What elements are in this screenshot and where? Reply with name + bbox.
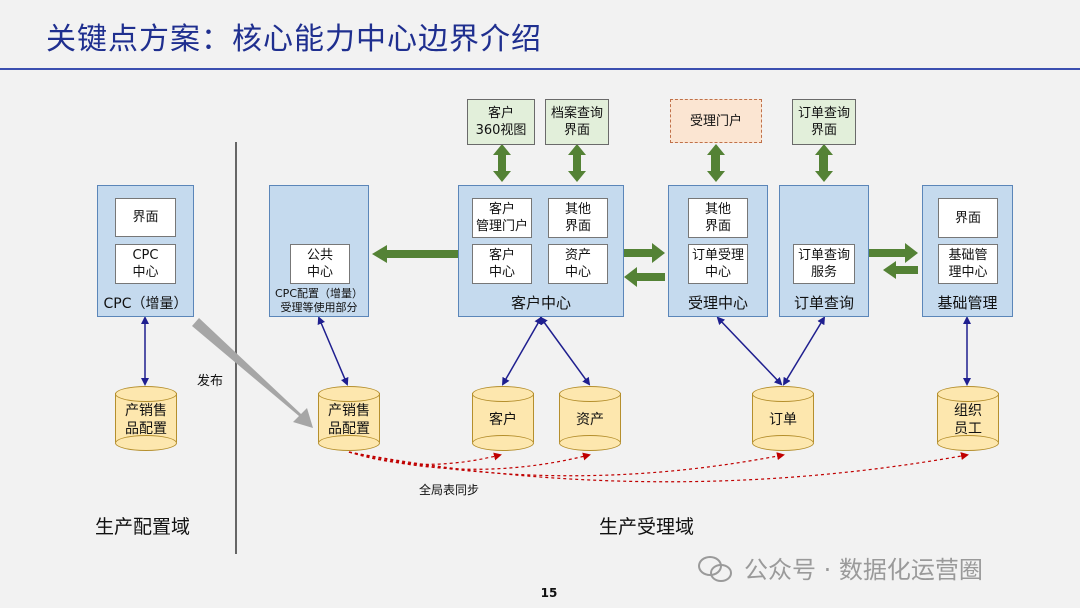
- arrow-accept-portal: [707, 144, 725, 182]
- order-query-service-box: 订单查询 服务: [793, 244, 855, 284]
- asset-center-box: 资产 中心: [548, 244, 608, 284]
- base-mgmt-center-box: 基础管 理中心: [938, 244, 998, 284]
- public-container: 公共 中心 CPC配置（增量） 受理等使用部分: [269, 185, 369, 317]
- domain-config-label: 生产配置域: [95, 516, 191, 538]
- slide-title: 关键点方案：核心能力中心边界介绍: [46, 22, 542, 57]
- blue-arrow-group: [141, 316, 971, 386]
- public-note-line1: CPC配置（增量）: [275, 287, 363, 300]
- accept-center-label: 受理中心: [687, 294, 748, 312]
- base-mgmt-container: 界面 基础管 理中心 基础管理: [922, 185, 1013, 317]
- order-query-label: 订单查询: [793, 294, 854, 312]
- link-accept-order: [716, 316, 783, 386]
- arrow-customer360: [493, 144, 511, 182]
- cpc-container: 界面 CPC 中心 CPC（增量）: [97, 185, 194, 317]
- green-arrow-group: [372, 144, 918, 287]
- db-customer: 客户: [472, 386, 534, 451]
- publish-label: 发布: [197, 374, 224, 389]
- db-product-config-right: 产销售 品配置: [318, 386, 380, 451]
- db-product-config-left-label: 产销售 品配置: [125, 403, 167, 437]
- link-public-db: [317, 316, 349, 386]
- arrow-query-base-2: [883, 261, 918, 279]
- db-asset-label: 资产: [576, 412, 604, 428]
- domain-accept-label: 生产受理域: [599, 516, 695, 538]
- db-order: 订单: [752, 386, 814, 451]
- order-query-container: 订单查询 服务 订单查询: [779, 185, 869, 317]
- sync-curve-order: [348, 451, 785, 477]
- arrow-archive-query: [568, 144, 586, 182]
- accept-center-container: 其他 界面 订单受理 中心 受理中心: [668, 185, 768, 317]
- accept-other-ui-box: 其他 界面: [688, 198, 748, 238]
- db-org-staff-label: 组织 员工: [954, 403, 982, 437]
- sync-curve-customer: [348, 451, 502, 465]
- arrow-query-base-1: [869, 243, 918, 263]
- watermark: 公众号 · 数据化运营圈: [698, 550, 983, 585]
- publish-arrow: [192, 318, 313, 428]
- cpc-center-box: CPC 中心: [115, 244, 176, 284]
- sync-curve-org: [348, 451, 969, 483]
- cpc-ui-box: 界面: [115, 198, 176, 237]
- link-customer-db: [502, 316, 542, 386]
- base-mgmt-label: 基础管理: [937, 294, 998, 312]
- order-accept-center-box: 订单受理 中心: [688, 244, 748, 284]
- customer-core-box: 客户 中心: [472, 244, 532, 284]
- order-query-ui-box: 订单查询 界面: [792, 99, 856, 145]
- sync-label: 全局表同步: [419, 483, 480, 497]
- wechat-icon: [698, 554, 734, 582]
- sync-curve-asset: [348, 451, 591, 470]
- link-asset-db: [539, 316, 591, 386]
- db-product-config-left: 产销售 品配置: [115, 386, 177, 451]
- sync-arrow-group: [348, 451, 969, 483]
- customer-center-label: 客户中心: [510, 294, 571, 312]
- arrow-customer-accept-1: [624, 243, 665, 263]
- domain-divider: [235, 142, 237, 554]
- archive-query-ui-box: 档案查询 界面: [545, 99, 609, 145]
- customer-360-view-box: 客户 360视图: [467, 99, 535, 145]
- db-customer-label: 客户: [489, 412, 517, 428]
- public-note-line2: 受理等使用部分: [280, 301, 358, 314]
- cpc-label: CPC（增量）: [103, 296, 188, 312]
- db-asset: 资产: [559, 386, 621, 451]
- link-query-order: [782, 316, 826, 386]
- db-org-staff: 组织 员工: [937, 386, 999, 451]
- customer-other-ui-box: 其他 界面: [548, 198, 608, 238]
- arrow-customer-accept-2: [624, 267, 665, 287]
- public-center-box: 公共 中心: [290, 244, 350, 284]
- db-product-config-right-label: 产销售 品配置: [328, 403, 370, 437]
- title-underline: [0, 68, 1080, 70]
- db-order-label: 订单: [769, 412, 797, 428]
- watermark-text: 公众号 · 数据化运营圈: [744, 556, 983, 584]
- arrow-order-query-ui: [815, 144, 833, 182]
- page-number: 15: [540, 586, 558, 600]
- base-ui-box: 界面: [938, 198, 998, 238]
- arrow-customer-to-public: [372, 245, 458, 263]
- customer-center-container: 客户 管理门户 其他 界面 客户 中心 资产 中心 客户中心: [458, 185, 624, 317]
- customer-portal-box: 客户 管理门户: [472, 198, 532, 238]
- accept-portal-box: 受理门户: [670, 99, 762, 143]
